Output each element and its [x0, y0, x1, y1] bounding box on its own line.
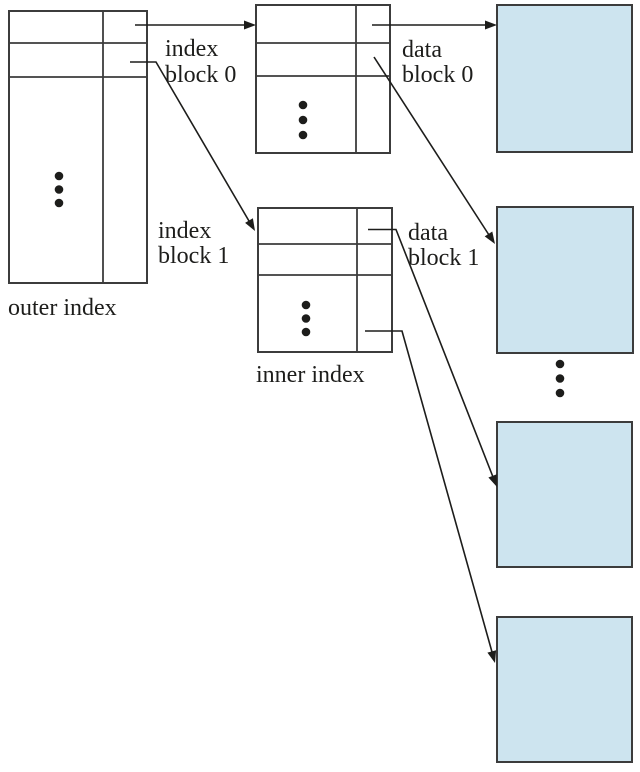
arrow-shaft [365, 330, 493, 653]
arrow-outer-entry1-to-index-block-1 [130, 61, 255, 231]
outer-index-rect [8, 10, 148, 284]
arrowhead-icon [244, 20, 256, 30]
ellipsis-dot [555, 374, 565, 383]
data-block-3-rect [496, 616, 633, 763]
index-block-0-label-line-1: index [165, 36, 218, 62]
ellipsis-groups [54, 100, 565, 398]
index-block-1-ellipsis [301, 300, 311, 337]
data-block-1-label-line-1: data [408, 220, 448, 246]
arrow-shaft [368, 228, 494, 478]
ellipsis-dot [301, 327, 311, 337]
diagram-labels: index block 0 data block 0 index block 1… [8, 36, 479, 388]
arrowhead-icon [488, 474, 497, 487]
outer-index-label: outer index [8, 295, 117, 321]
index-block-0-label-line-2: block 0 [165, 62, 236, 88]
arrowhead-icon [245, 218, 255, 231]
outer-index-ellipsis [54, 171, 64, 208]
arrowhead-icon [485, 20, 497, 30]
ellipsis-dot [555, 359, 565, 369]
index-block-1-label-line-1: index [158, 218, 211, 244]
ellipsis-dot [54, 171, 64, 181]
arrow-shaft [130, 61, 250, 222]
data-block-2-rect [496, 421, 633, 568]
arrowhead-icon [487, 650, 497, 663]
ellipsis-dot [301, 314, 311, 323]
arrows [130, 20, 497, 663]
ellipsis-dot [298, 100, 308, 110]
arrow-shaft [373, 56, 490, 236]
index-block-0-ellipsis [298, 100, 308, 140]
ellipsis-dot [54, 185, 64, 194]
ellipsis-dot [555, 388, 565, 398]
data-blocks-ellipsis [555, 359, 565, 398]
outer-index-block [8, 10, 148, 284]
arrow-inner-entry1-to-data-block-3 [365, 330, 497, 663]
ellipsis-dot [301, 300, 311, 310]
arrow-outer-entry0-to-index-block-0 [135, 20, 256, 30]
index-block-1-label-line-2: block 1 [158, 243, 229, 269]
data-block-0-label-line-1: data [402, 37, 442, 63]
data-block-1-rect [496, 206, 634, 354]
arrow-index0-entry1-to-data-block-1 [373, 56, 495, 244]
data-block-1-label-line-2: block 1 [408, 245, 479, 271]
data-block-0-label-line-2: block 0 [402, 62, 473, 88]
block-outlines [8, 4, 634, 763]
index-block-0-rect [255, 4, 391, 154]
arrow-inner-entry0-to-data-block-2 [368, 228, 497, 487]
index-block-1-rect [257, 207, 393, 353]
arrow-index0-entry0-to-data-block-0 [372, 20, 497, 30]
inner-index-label: inner index [256, 362, 365, 388]
ellipsis-dot [298, 130, 308, 140]
ellipsis-dot [54, 198, 64, 208]
arrowhead-icon [484, 231, 495, 244]
ellipsis-dot [298, 115, 308, 125]
data-block-0-rect [496, 4, 633, 153]
index-block-0 [255, 4, 391, 154]
index-block-1 [257, 207, 393, 353]
